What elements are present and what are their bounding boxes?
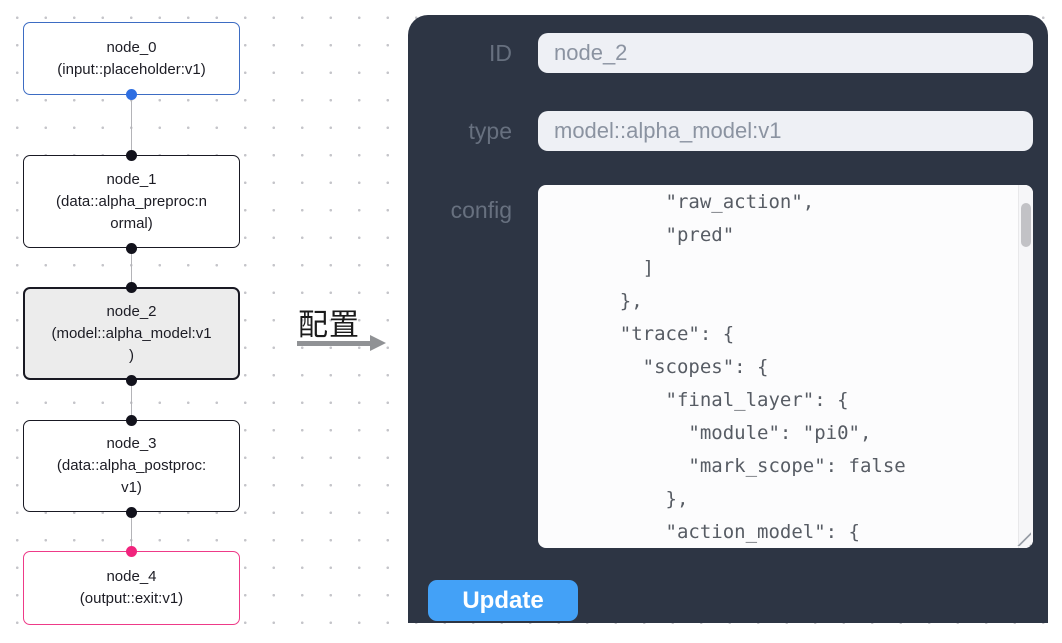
- graph-node-node_3[interactable]: node_3 (data::alpha_postproc: v1): [23, 420, 240, 512]
- edge-node0-node1: [130, 94, 133, 155]
- source-handle-node_0[interactable]: [125, 88, 137, 100]
- source-handle-node_2[interactable]: [125, 374, 137, 386]
- node-config-panel: ID type config "raw_action", "pred" ] },…: [408, 15, 1048, 623]
- node-title: node_3: [106, 435, 157, 452]
- edge-node1-node2: [130, 248, 133, 287]
- target-handle-node_4[interactable]: [125, 545, 137, 557]
- update-button[interactable]: Update: [428, 580, 578, 621]
- node-title: node_0: [106, 38, 157, 56]
- node-type-label: (data::alpha_preproc:n: [56, 192, 207, 210]
- node-title: node_1: [106, 170, 157, 188]
- source-handle-node_1[interactable]: [125, 242, 137, 254]
- node-title: node_4: [106, 568, 157, 585]
- config-annotation-label: 配置: [298, 309, 360, 342]
- node-type-label: (data::alpha_postproc:: [56, 457, 207, 474]
- node-title: node_2: [106, 302, 157, 320]
- config-scrollbar-thumb[interactable]: [1021, 203, 1031, 247]
- arrow-head-icon: [370, 335, 386, 351]
- target-handle-node_2[interactable]: [125, 281, 137, 293]
- arrow-shaft: [297, 341, 370, 346]
- graph-node-node_2-selected[interactable]: node_2 (model::alpha_model:v1 ): [23, 287, 240, 380]
- id-input[interactable]: [538, 33, 1033, 73]
- config-scrollbar-track[interactable]: [1018, 185, 1033, 548]
- source-handle-node_3[interactable]: [125, 506, 137, 518]
- config-field-label: config: [450, 197, 512, 223]
- config-json-text: "raw_action", "pred" ] }, "trace": { "sc…: [619, 191, 906, 543]
- edge-node3-node4: [130, 512, 133, 551]
- graph-node-node_0[interactable]: node_0 (input::placeholder:v1): [23, 22, 240, 95]
- node-type-label: ): [129, 346, 134, 364]
- type-input[interactable]: [538, 111, 1033, 151]
- graph-node-node_4[interactable]: node_4 (output::exit:v1): [23, 551, 240, 625]
- node-type-label: (model::alpha_model:v1: [51, 324, 212, 342]
- graph-node-node_1[interactable]: node_1 (data::alpha_preproc:n ormal): [23, 155, 240, 248]
- node-type-label: (input::placeholder:v1): [57, 60, 206, 78]
- target-handle-node_1[interactable]: [125, 149, 137, 161]
- type-field-label: type: [468, 118, 512, 144]
- node-type-label: (output::exit:v1): [79, 590, 184, 607]
- target-handle-node_3[interactable]: [125, 414, 137, 426]
- config-editor[interactable]: "raw_action", "pred" ] }, "trace": { "sc…: [538, 185, 1033, 548]
- id-field-label: ID: [489, 40, 512, 66]
- node-type-label: v1): [121, 479, 142, 496]
- node-type-label: ormal): [110, 214, 153, 232]
- edge-node2-node3: [130, 380, 133, 420]
